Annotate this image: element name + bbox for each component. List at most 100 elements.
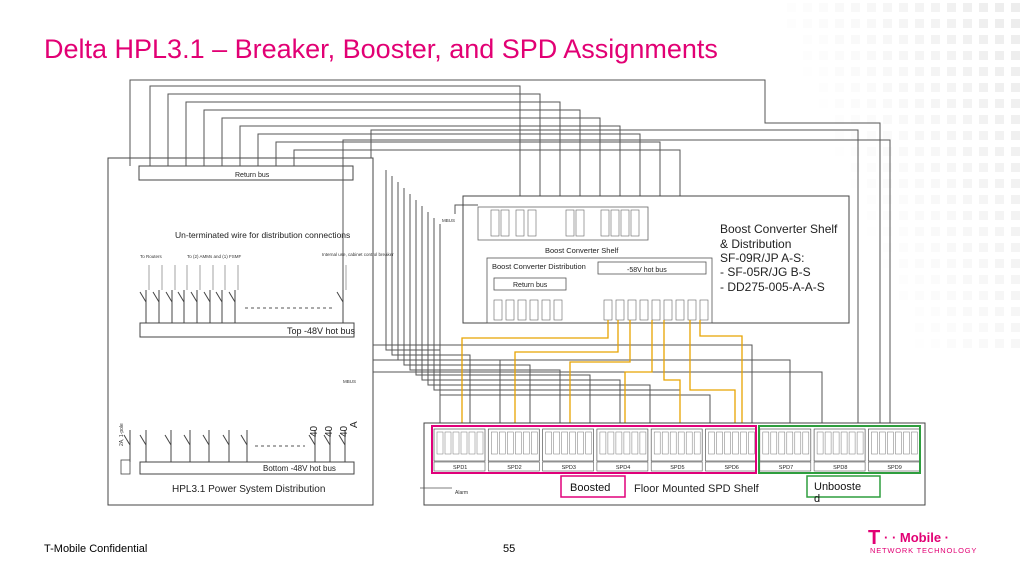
decorative-square [931,275,940,284]
spd-terminal [523,431,530,455]
distribution-terminal [699,299,709,321]
tmobile-logo: T · · Mobile · NETWORK TECHNOLOGY [868,527,976,555]
decorative-square [931,35,940,44]
boost-module-terminal [515,209,525,237]
spd-unit [542,428,594,462]
spd-terminal [507,431,514,455]
distribution-wire [257,133,641,196]
decorative-square [883,83,892,92]
bottom-breaker-switch [338,434,346,446]
decorative-square [979,19,988,28]
decorative-square [803,3,812,12]
decorative-square [947,291,956,300]
distribution-terminal [505,299,515,321]
decorative-square [1011,83,1020,92]
spd-terminal [911,431,918,455]
decorative-square [995,115,1004,124]
decorative-square [899,67,908,76]
boosted-wire [689,320,736,423]
distribution-wire [421,206,621,423]
spd-terminal [499,431,506,455]
decorative-square [1011,339,1020,348]
boost-shelf-inner-label: Boost Converter Shelf [545,246,619,255]
spd-terminal [577,431,584,455]
decorative-square [995,259,1004,268]
decorative-square [851,19,860,28]
decorative-square [963,3,972,12]
decorative-square [931,3,940,12]
decorative-square [883,227,892,236]
boost-distribution-label: Boost Converter Distribution [492,262,586,271]
decorative-square [931,163,940,172]
spd-terminal [460,431,468,455]
decorative-square [931,83,940,92]
spd-terminal [832,431,840,455]
spd-terminal [794,431,802,455]
hot-bus-58 [597,261,707,275]
distribution-wire [391,176,471,423]
spd-terminal [669,431,677,455]
decorative-square [915,83,924,92]
decorative-square [915,115,924,124]
decorative-square [819,19,828,28]
decorative-square [867,195,876,204]
decorative-square [915,19,924,28]
unboosted-label-line-1: Unbooste [814,481,861,493]
decorative-square [947,3,956,12]
decorative-square [883,67,892,76]
decorative-square [883,211,892,220]
decorative-square [899,179,908,188]
unboosted-label-line-2: d [814,493,820,505]
boosted-wire [663,320,681,423]
spd-label: SPD2 [507,465,521,471]
boosted-label: Boosted [570,482,610,494]
spd-terminal [708,431,715,455]
decorative-square [931,99,940,108]
breaker-40a-label-1: 40 [309,425,320,437]
distribution-wire [221,117,601,196]
decorative-square [995,243,1004,252]
spd-unit [813,428,866,462]
spd-terminal [585,431,592,455]
boost-module-row [477,206,649,241]
decorative-square [1011,323,1020,332]
distribution-wire [415,200,591,423]
decorative-square [1011,19,1020,28]
decorative-square [947,163,956,172]
decorative-square [979,83,988,92]
spd-unit [487,428,540,462]
decorative-square [963,131,972,140]
internal-use-label: Internal use, cabinet control breaker [322,252,394,257]
decorative-square [995,35,1004,44]
decorative-square [963,115,972,124]
decorative-square [963,35,972,44]
spd-label-box [813,461,866,472]
decorative-square [947,179,956,188]
distribution-wire [373,371,823,423]
decorative-square [947,19,956,28]
decorative-square [915,51,924,60]
decorative-square [979,195,988,204]
to-amms-label: To (2) AMMs and (1) FSMF [187,254,242,259]
spd-terminal [599,431,607,455]
decorative-square [979,243,988,252]
decorative-square [899,19,908,28]
decorative-square [963,275,972,284]
decorative-square [995,19,1004,28]
decorative-square [963,307,972,316]
spd-unit [433,428,486,462]
spd-terminal [903,431,910,455]
boosted-wire [514,320,619,423]
spd-unit [650,428,703,462]
decorative-square [867,147,876,156]
spd-label: SPD8 [833,465,847,471]
decorative-square [995,195,1004,204]
decorative-square [899,3,908,12]
decorative-square [931,147,940,156]
decorative-square [979,179,988,188]
decorative-square [1011,275,1020,284]
top-hot-bus-label: Top -48V hot bus [287,326,356,336]
decorative-square [979,211,988,220]
shelf-desc-line-5: - DD275-005-A-A-S [720,280,825,294]
